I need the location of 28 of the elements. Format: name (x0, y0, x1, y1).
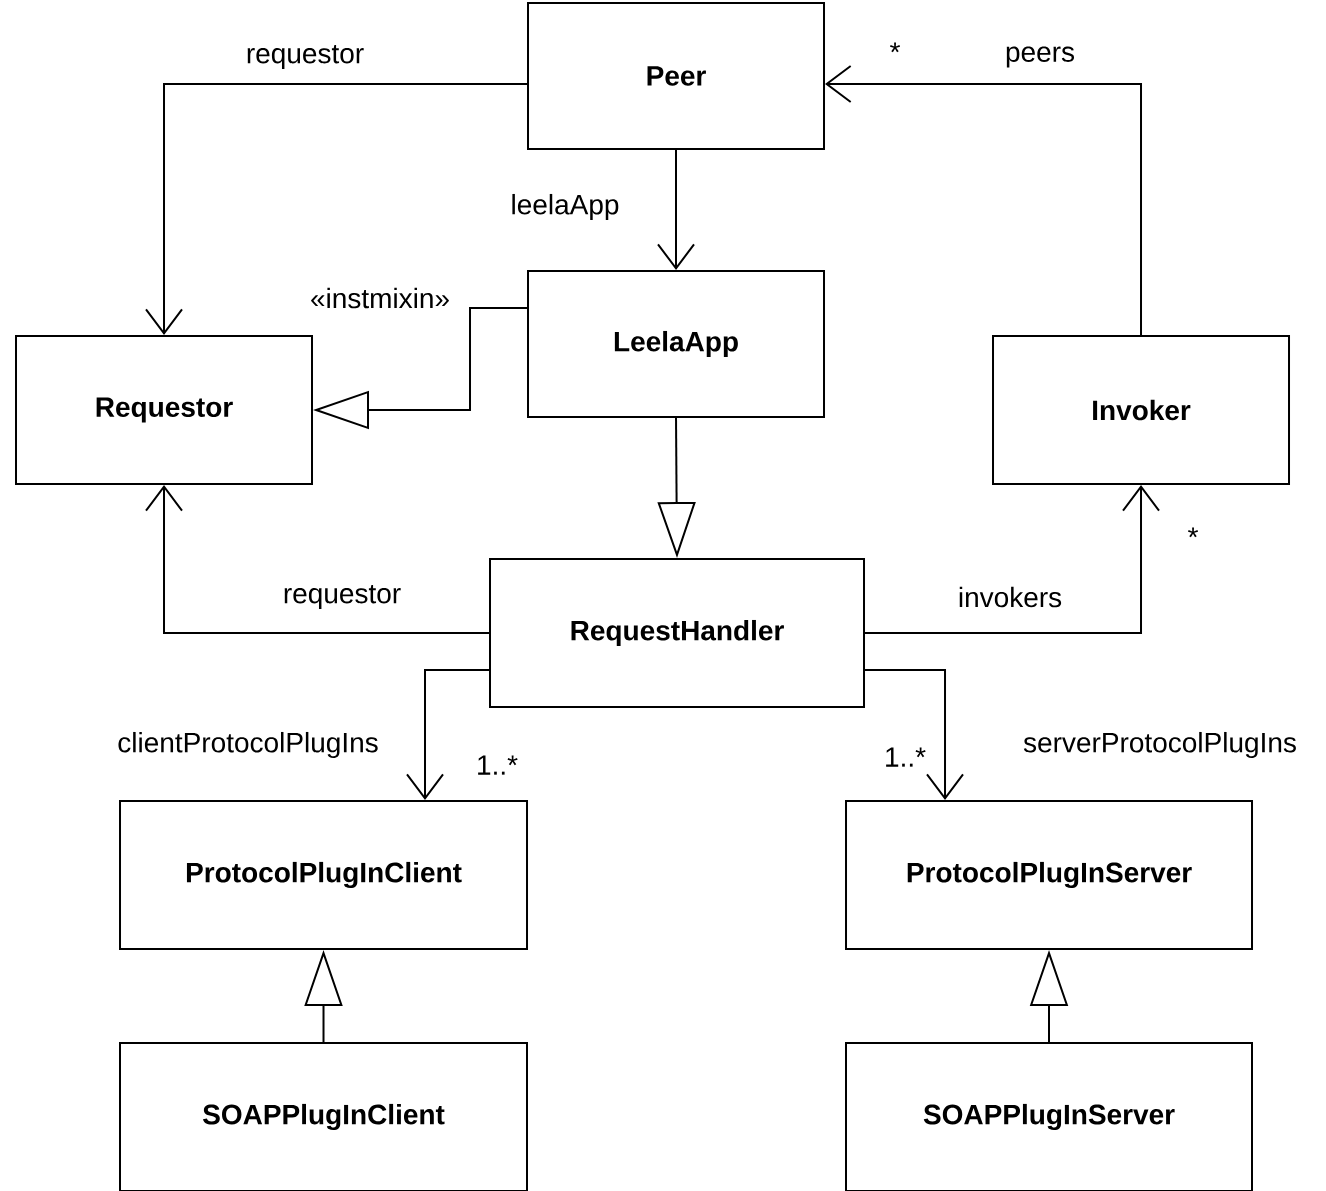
class-box: Invoker (992, 335, 1290, 485)
edge-label: leelaApp (508, 191, 622, 223)
edge-label: peers (1003, 44, 1078, 70)
edge-label: requestor (243, 43, 367, 71)
edge-label: requestor (280, 583, 404, 611)
multiplicity: * (890, 42, 901, 53)
association-arrow (406, 669, 490, 800)
multiplicity: 1..* (478, 755, 518, 775)
edge-label: «instmixin» (308, 285, 453, 311)
association-arrow (657, 149, 695, 270)
association-arrow (864, 669, 964, 800)
edge-label: clientProtocolPlugIns (115, 729, 381, 761)
class-box: RequestHandler (489, 558, 865, 708)
association-arrow (864, 485, 1160, 634)
association-arrow (145, 485, 490, 634)
class-box: ProtocolPlugInClient (119, 800, 528, 950)
multiplicity: 1..* (886, 747, 926, 767)
edge-label: invokers (955, 584, 1065, 610)
association-arrow (145, 83, 528, 335)
class-box: SOAPPlugInServer (845, 1042, 1253, 1191)
edge-label: serverProtocolPlugIns (1021, 729, 1299, 761)
multiplicity: * (1188, 527, 1199, 538)
class-box: LeelaApp (527, 270, 825, 418)
class-box: ProtocolPlugInServer (845, 800, 1253, 950)
association-arrow (825, 65, 1142, 336)
class-box: Requestor (15, 335, 313, 485)
class-box: Peer (527, 2, 825, 150)
class-box: SOAPPlugInClient (119, 1042, 528, 1191)
